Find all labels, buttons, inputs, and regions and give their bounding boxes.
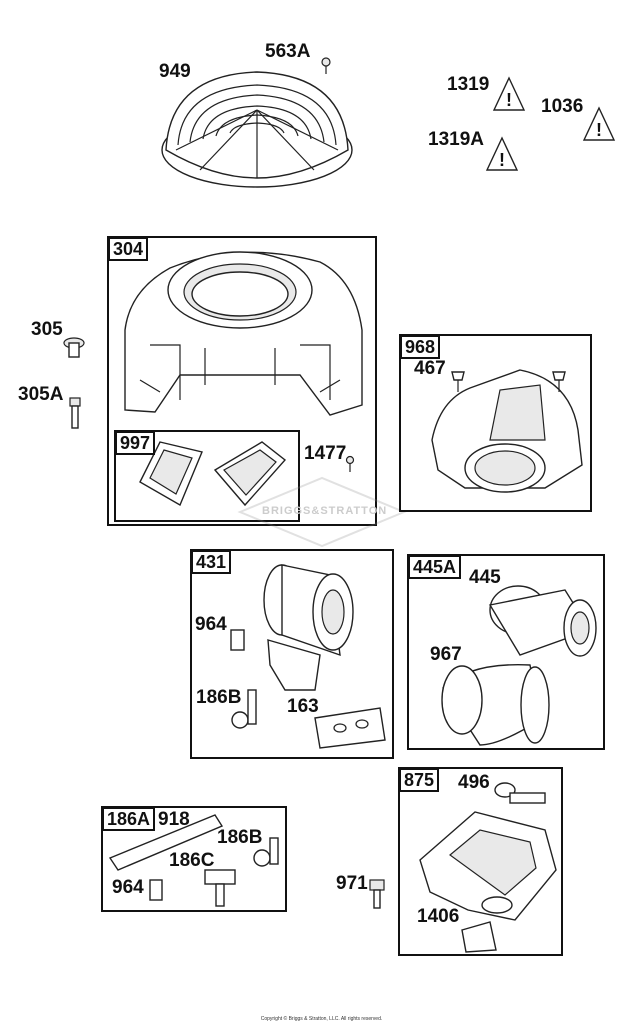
callout-1406: 1406 xyxy=(417,906,460,927)
part-305-bolt xyxy=(63,337,85,358)
part-964-sleeve-2 xyxy=(149,879,163,901)
callout-305A: 305A xyxy=(18,384,64,405)
part-967-pre-cleaner xyxy=(441,663,550,746)
svg-text:!: ! xyxy=(506,90,512,110)
part-875-air-cleaner-base xyxy=(419,811,557,921)
part-1477-screw xyxy=(345,455,355,472)
part-563A-screw xyxy=(321,57,331,74)
callout-964-2: 964 xyxy=(112,877,144,898)
callout-563A: 563A xyxy=(265,41,311,62)
svg-text:!: ! xyxy=(596,120,602,140)
part-186C-fitting xyxy=(204,869,236,907)
part-997-baffles xyxy=(139,441,287,507)
part-496-valve xyxy=(494,782,546,804)
warning-label-1319A: ! xyxy=(485,136,519,171)
callout-918: 918 xyxy=(158,809,190,830)
part-918-hose xyxy=(108,814,224,871)
part-431-air-cleaner-assembly xyxy=(263,564,354,691)
part-186B-fitting-2 xyxy=(253,837,279,867)
callout-467: 467 xyxy=(414,358,446,379)
warning-label-1036: ! xyxy=(582,106,616,141)
box-label-968: 968 xyxy=(400,335,441,359)
part-445-filter xyxy=(488,585,597,657)
callout-1477: 1477 xyxy=(304,443,347,464)
callout-186B: 186B xyxy=(196,687,242,708)
part-467-knobs xyxy=(451,371,566,392)
callout-445: 445 xyxy=(469,567,501,588)
part-968-air-cleaner-cover xyxy=(431,369,583,493)
frame-445A xyxy=(407,554,605,750)
callout-163: 163 xyxy=(287,696,319,717)
callout-1319A: 1319A xyxy=(428,129,484,150)
part-304-blower-housing xyxy=(124,251,363,416)
callout-1319: 1319 xyxy=(447,74,490,95)
part-1406-seal xyxy=(461,921,497,953)
box-label-445A: 445A xyxy=(408,555,462,579)
warning-label-1319: ! xyxy=(492,76,526,111)
watermark-text: BRIGGS&STRATTON xyxy=(262,505,388,517)
part-964-sleeve xyxy=(230,629,245,651)
part-186B-fitting xyxy=(231,689,257,729)
callout-964: 964 xyxy=(195,614,227,635)
callout-1036: 1036 xyxy=(541,96,584,117)
box-label-997: 997 xyxy=(115,431,156,455)
box-label-875: 875 xyxy=(399,768,440,792)
part-305A-bolt xyxy=(69,397,81,429)
frame-875 xyxy=(398,767,563,956)
callout-967: 967 xyxy=(430,644,462,665)
callout-305: 305 xyxy=(31,319,63,340)
callout-186C: 186C xyxy=(169,850,215,871)
copyright-text: Copyright © Briggs & Stratton, LLC. All … xyxy=(260,1016,383,1022)
frame-431 xyxy=(190,549,394,759)
callout-949: 949 xyxy=(159,61,191,82)
box-label-304: 304 xyxy=(108,237,149,261)
frame-997 xyxy=(114,430,300,522)
frame-186A xyxy=(101,806,287,912)
box-label-431: 431 xyxy=(191,550,232,574)
part-163-gasket xyxy=(314,707,386,749)
frame-304 xyxy=(107,236,377,526)
svg-text:!: ! xyxy=(499,150,505,170)
box-label-186A: 186A xyxy=(102,807,156,831)
callout-971: 971 xyxy=(336,873,368,894)
part-971-bolt xyxy=(369,879,385,909)
callout-186B-2: 186B xyxy=(217,827,263,848)
frame-968 xyxy=(399,334,592,512)
callout-496: 496 xyxy=(458,772,490,793)
part-949-screen xyxy=(161,71,353,188)
